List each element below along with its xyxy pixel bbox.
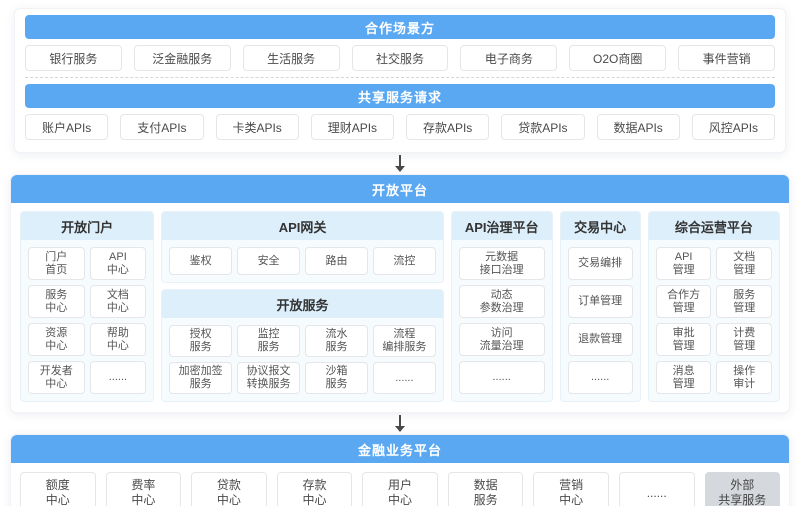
open-platform-body: 开放门户 门户 首页 API 中心 服务 中心 文档 中心 资源 中心 帮助 中… bbox=[11, 203, 789, 412]
column-api-gateway: API网关 鉴权 安全 路由 流控 开放服务 授权 服务 监控 服务 流水 服务… bbox=[161, 211, 444, 402]
cell: ...... bbox=[372, 362, 436, 394]
finance-box: 数据 服务 bbox=[447, 472, 524, 506]
scenario-box-row: 银行服务 泛金融服务 生活服务 社交服务 电子商务 O2O商圈 事件营销 bbox=[25, 45, 776, 71]
cell: API 中心 bbox=[89, 247, 147, 280]
api-box: 贷款APIs bbox=[501, 114, 585, 140]
cell: 退款管理 bbox=[567, 323, 633, 356]
scenario-box: 生活服务 bbox=[242, 45, 340, 71]
cell: 开发者 中心 bbox=[28, 361, 85, 394]
down-arrow-icon bbox=[395, 155, 405, 172]
column-api-governance: API治理平台 元数据 接口治理 动态 参数治理 访问 流量治理 ...... bbox=[450, 211, 553, 402]
scenario-box: 电子商务 bbox=[460, 45, 558, 71]
scenario-box: 事件营销 bbox=[678, 45, 776, 71]
scenario-box: 社交服务 bbox=[351, 45, 449, 71]
open-portal-title: 开放门户 bbox=[21, 212, 154, 240]
flow-connector bbox=[0, 153, 800, 174]
cell: 监控 服务 bbox=[237, 325, 301, 357]
api-box: 风控APIs bbox=[691, 114, 775, 140]
cell: ...... bbox=[89, 361, 147, 394]
finance-box: 存款 中心 bbox=[276, 472, 353, 506]
cell: 协议报文 转换服务 bbox=[237, 362, 301, 394]
cell: 交易编排 bbox=[567, 247, 633, 280]
panel-trade-center: 交易中心 交易编排 订单管理 退款管理 ...... bbox=[559, 211, 641, 402]
api-box-row: 账户APIs 支付APIs 卡类APIs 理财APIs 存款APIs 贷款API… bbox=[25, 114, 775, 140]
cell: ...... bbox=[458, 361, 545, 394]
cell: 合作方 管理 bbox=[655, 285, 712, 318]
api-gateway-title: API网关 bbox=[162, 212, 443, 240]
cell: 文档 中心 bbox=[89, 285, 147, 318]
cell: 审批 管理 bbox=[655, 323, 712, 356]
partner-scenarios-header: 合作场景方 bbox=[25, 15, 775, 39]
cell: 流水 服务 bbox=[305, 325, 368, 357]
open-services-cells: 授权 服务 监控 服务 流水 服务 流程 编排服务 加密加签 服务 协议报文 转… bbox=[162, 318, 443, 401]
scenario-box: 泛金融服务 bbox=[133, 45, 231, 71]
api-box: 账户APIs bbox=[25, 114, 109, 140]
service-requests-header: 共享服务请求 bbox=[25, 84, 775, 108]
cell: 门户 首页 bbox=[28, 247, 85, 280]
scenario-box: O2O商圈 bbox=[569, 45, 667, 71]
cell: 文档 管理 bbox=[716, 247, 773, 280]
cell: 资源 中心 bbox=[28, 323, 85, 356]
finance-box: 贷款 中心 bbox=[191, 472, 267, 506]
cell: 路由 bbox=[305, 247, 368, 275]
cell: 动态 参数治理 bbox=[458, 285, 545, 318]
api-box: 存款APIs bbox=[406, 114, 490, 140]
cell: 元数据 接口治理 bbox=[458, 247, 545, 280]
cell: 帮助 中心 bbox=[89, 323, 147, 356]
api-box: 支付APIs bbox=[120, 114, 204, 140]
partner-scenarios-section: 合作场景方 银行服务 泛金融服务 生活服务 社交服务 电子商务 O2O商圈 事件… bbox=[14, 8, 786, 153]
api-box: 卡类APIs bbox=[215, 114, 299, 140]
cell: 服务 中心 bbox=[28, 285, 85, 318]
cell: 流控 bbox=[372, 247, 436, 275]
cell: 服务 管理 bbox=[716, 285, 773, 318]
api-gateway-cells: 鉴权 安全 路由 流控 bbox=[162, 240, 443, 282]
finance-box: ...... bbox=[618, 472, 695, 506]
cell: ...... bbox=[567, 361, 633, 394]
column-operations-platform: 综合运营平台 API 管理 文档 管理 合作方 管理 服务 管理 审批 管理 计… bbox=[647, 211, 781, 402]
cell: 安全 bbox=[237, 247, 301, 275]
open-platform-section: 开放平台 开放门户 门户 首页 API 中心 服务 中心 文档 中心 资源 中心… bbox=[10, 174, 790, 413]
finance-box: 用户 中心 bbox=[362, 472, 438, 506]
financial-platform-row: 额度 中心 费率 中心 贷款 中心 存款 中心 用户 中心 数据 服务 营销 中… bbox=[11, 463, 789, 506]
api-box: 数据APIs bbox=[596, 114, 680, 140]
cell: 操作 审计 bbox=[716, 361, 773, 394]
dashed-divider bbox=[25, 77, 775, 78]
panel-api-gateway: API网关 鉴权 安全 路由 流控 bbox=[161, 211, 444, 283]
operations-platform-title: 综合运营平台 bbox=[648, 212, 780, 240]
trade-center-cells: 交易编排 订单管理 退款管理 ...... bbox=[561, 240, 640, 401]
open-portal-cells: 门户 首页 API 中心 服务 中心 文档 中心 资源 中心 帮助 中心 开发者… bbox=[21, 240, 153, 401]
cell: 流程 编排服务 bbox=[372, 325, 436, 357]
finance-box: 营销 中心 bbox=[533, 472, 609, 506]
panel-operations-platform: 综合运营平台 API 管理 文档 管理 合作方 管理 服务 管理 审批 管理 计… bbox=[647, 211, 781, 402]
financial-platform-header: 金融业务平台 bbox=[11, 435, 789, 463]
external-shared-services-box: 外部 共享服务 bbox=[704, 472, 781, 506]
cell: 计费 管理 bbox=[716, 323, 773, 356]
cell: 授权 服务 bbox=[169, 325, 233, 357]
finance-box: 费率 中心 bbox=[105, 472, 182, 506]
cell: 加密加签 服务 bbox=[169, 362, 233, 394]
finance-box: 额度 中心 bbox=[20, 472, 96, 506]
cell: 鉴权 bbox=[169, 247, 233, 275]
cell: 沙箱 服务 bbox=[305, 362, 368, 394]
panel-open-services: 开放服务 授权 服务 监控 服务 流水 服务 流程 编排服务 加密加签 服务 协… bbox=[161, 289, 444, 402]
down-arrow-icon bbox=[395, 415, 405, 432]
open-services-title: 开放服务 bbox=[162, 290, 443, 318]
api-governance-title: API治理平台 bbox=[451, 212, 552, 240]
cell: 访问 流量治理 bbox=[458, 323, 545, 356]
cell: 消息 管理 bbox=[655, 361, 712, 394]
cell: 订单管理 bbox=[567, 285, 633, 318]
operations-platform-cells: API 管理 文档 管理 合作方 管理 服务 管理 审批 管理 计费 管理 消息… bbox=[649, 240, 779, 401]
panel-api-governance: API治理平台 元数据 接口治理 动态 参数治理 访问 流量治理 ...... bbox=[450, 211, 553, 402]
api-box: 理财APIs bbox=[310, 114, 394, 140]
panel-open-portal: 开放门户 门户 首页 API 中心 服务 中心 文档 中心 资源 中心 帮助 中… bbox=[20, 211, 155, 402]
financial-platform-section: 金融业务平台 额度 中心 费率 中心 贷款 中心 存款 中心 用户 中心 数据 … bbox=[10, 434, 790, 506]
column-trade-center: 交易中心 交易编排 订单管理 退款管理 ...... bbox=[559, 211, 641, 402]
scenario-box: 银行服务 bbox=[25, 45, 122, 71]
column-open-portal: 开放门户 门户 首页 API 中心 服务 中心 文档 中心 资源 中心 帮助 中… bbox=[20, 211, 155, 402]
api-governance-cells: 元数据 接口治理 动态 参数治理 访问 流量治理 ...... bbox=[452, 240, 552, 401]
flow-connector bbox=[0, 413, 800, 434]
cell: API 管理 bbox=[655, 247, 712, 280]
open-platform-header: 开放平台 bbox=[11, 175, 789, 203]
trade-center-title: 交易中心 bbox=[560, 212, 640, 240]
